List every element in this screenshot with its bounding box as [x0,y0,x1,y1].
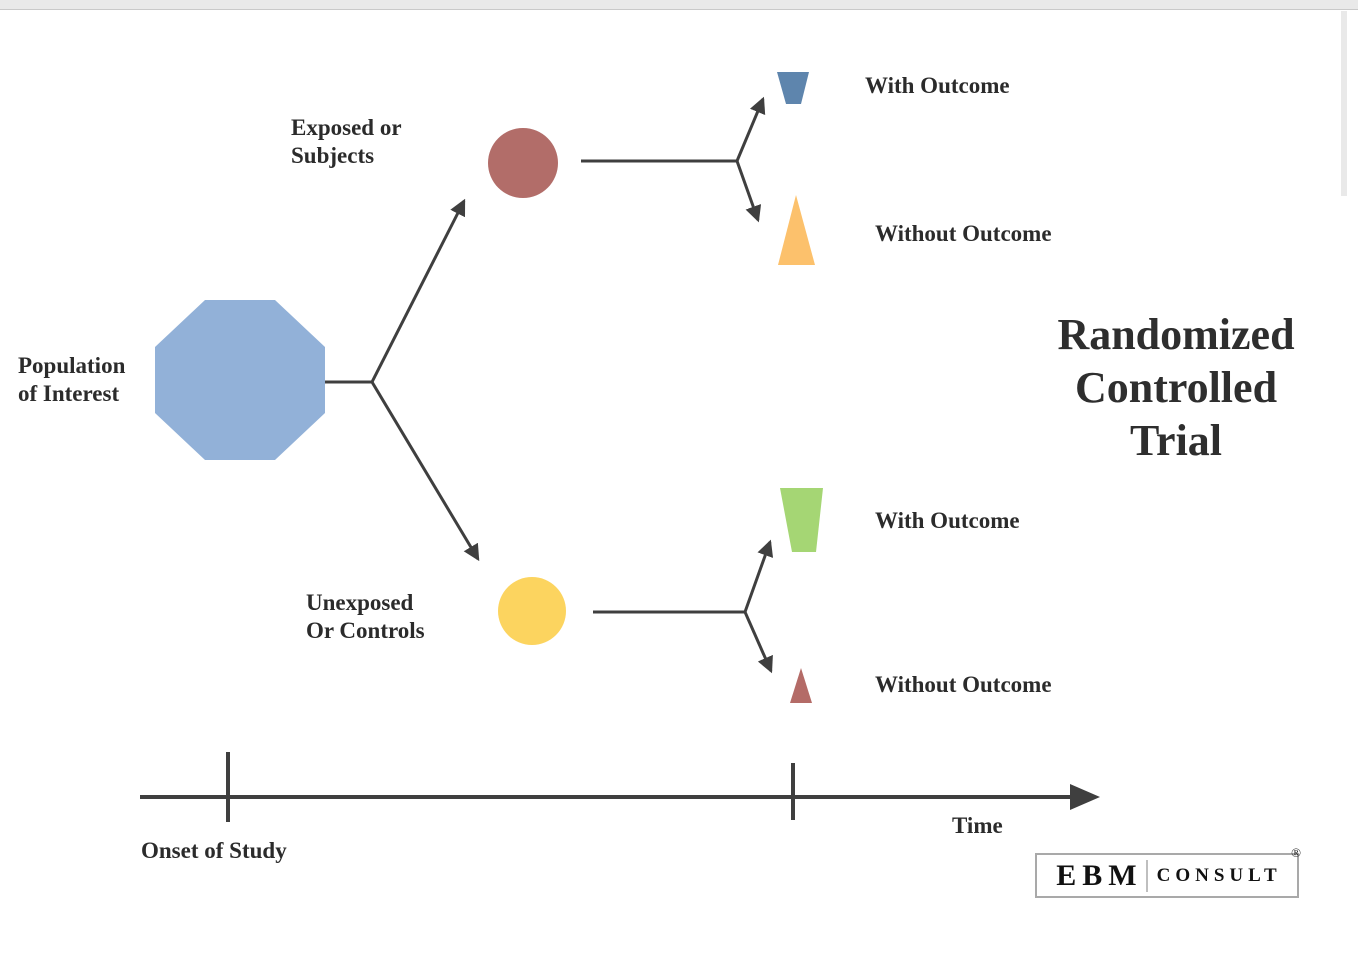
exposed-outcome-branch [581,96,766,223]
exposed-with-outcome-label: With Outcome [865,73,1010,98]
arrow-to-exposed [370,198,466,383]
diagram-title: Randomized Controlled Trial [1057,310,1295,465]
unexposed-circle [498,577,566,645]
exposed-with-outcome-trapezoid [777,72,809,104]
unexposed-with-outcome-trapezoid [780,488,823,552]
arrow-to-exposed-with [735,96,766,162]
population-octagon [155,300,325,460]
timeline-arrowhead [1070,784,1100,810]
logo-ebm-text: EBM [1056,858,1143,892]
exposed-circle [488,128,558,198]
arrow-to-unexposed-with [743,539,774,613]
unexposed-with-outcome-label: With Outcome [875,508,1020,533]
unexposed-label: Unexposed Or Controls [306,590,425,643]
browser-edge-bar [0,0,1358,10]
time-axis-label: Time [952,813,1003,838]
unexposed-without-outcome-label: Without Outcome [875,672,1052,697]
randomization-branch [325,198,480,562]
scrollbar-track-edge [1341,11,1347,196]
exposed-without-outcome-label: Without Outcome [875,221,1052,246]
logo-divider [1145,859,1148,892]
onset-of-study-label: Onset of Study [141,838,287,863]
ebm-consult-logo: EBM CONSULT ® [1035,845,1301,898]
timeline [140,752,1072,822]
arrow-to-exposed-without [735,160,762,223]
unexposed-without-outcome-triangle [790,668,812,703]
exposed-label: Exposed or Subjects [291,115,402,168]
arrow-to-unexposed [370,381,480,562]
exposed-without-outcome-triangle [778,195,815,265]
logo-consult-text: CONSULT [1156,865,1282,886]
registered-trademark-icon: ® [1291,845,1301,860]
population-label: Population of Interest [18,353,126,406]
unexposed-outcome-branch [593,539,774,674]
arrow-to-unexposed-without [743,611,773,674]
